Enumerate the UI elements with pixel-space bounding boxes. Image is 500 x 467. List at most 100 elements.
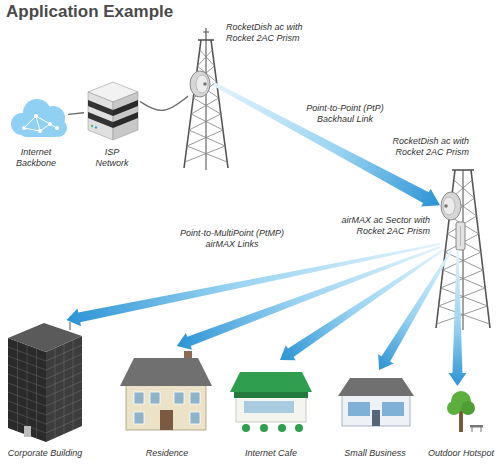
cloud-icon <box>22 126 26 130</box>
sector-antenna <box>456 222 465 250</box>
office-tower-icon <box>24 426 31 437</box>
cloud-icon <box>34 114 38 118</box>
tree-icon <box>459 410 463 432</box>
tower-structure <box>211 40 228 168</box>
hotspot-node: Outdoor Hotspot <box>426 386 497 462</box>
node-label: Internet Backbone <box>11 147 61 169</box>
cafe-icon <box>295 424 303 432</box>
dish-antenna <box>190 71 210 97</box>
server-icon <box>88 82 138 140</box>
cafe-icon <box>278 424 286 432</box>
node-label: Residence <box>146 448 189 459</box>
wireless-link-arrow <box>448 250 466 386</box>
office-tower-icon <box>70 322 71 330</box>
cafe-icon <box>230 372 312 392</box>
tower-structure <box>452 169 474 171</box>
dish-antenna <box>444 204 448 208</box>
dish-antenna <box>441 192 461 220</box>
cloud-icon <box>38 129 42 133</box>
office-tower-icon <box>46 340 82 438</box>
diagram-title: Application Example <box>6 2 173 22</box>
cloud-icon <box>24 116 57 131</box>
building-node: Corporate Building <box>2 320 88 462</box>
shop-icon <box>338 378 414 426</box>
tree-icon <box>447 401 461 415</box>
cable-line <box>68 113 84 115</box>
house-icon <box>134 392 144 404</box>
shop-icon <box>342 394 410 426</box>
node-label: Corporate Building <box>8 448 83 459</box>
tower-structure <box>185 50 225 162</box>
tower-structure <box>184 28 228 170</box>
house-icon <box>134 412 144 424</box>
server-icon <box>88 112 113 128</box>
link-label: Point-to-Point (PtP) Backhaul Link <box>300 103 390 125</box>
node-label: Outdoor Hotspot <box>428 448 494 459</box>
antenna-label: airMAX ac Sector with Rocket 2AC Prism <box>330 215 430 237</box>
dish-antenna <box>196 75 208 93</box>
tower-structure <box>205 28 206 40</box>
dish-antenna <box>203 82 207 86</box>
sector-antenna <box>456 222 465 250</box>
house-icon <box>190 392 200 404</box>
node-label: ISP Network <box>91 147 133 169</box>
tower-structure <box>439 180 490 324</box>
cafe-icon <box>234 392 308 398</box>
shop-icon <box>338 378 414 396</box>
building-node: Internet Cafe <box>226 360 316 462</box>
tower-dish-node: RocketDish ac with Rocket 2AC PrismairMA… <box>440 186 472 250</box>
house-icon <box>120 358 212 386</box>
cloud-node: Internet Backbone <box>4 92 68 172</box>
tower-structure <box>471 170 490 328</box>
tree-icon <box>447 391 483 432</box>
node-label: Small Business <box>344 448 406 459</box>
node-label: Internet Cafe <box>245 448 297 459</box>
tower-structure <box>184 40 201 168</box>
tower-dish-node: RocketDish ac with Rocket 2AC Prism <box>188 68 214 100</box>
shop-icon <box>372 410 380 426</box>
server-icon <box>113 112 138 128</box>
cloud-icon <box>11 99 67 137</box>
house-icon <box>126 384 206 430</box>
shop-icon <box>348 402 370 416</box>
tower-structure <box>203 32 209 33</box>
cafe-icon <box>244 401 294 413</box>
antenna-label: RocketDish ac with Rocket 2AC Prism <box>226 22 326 44</box>
house-icon <box>190 412 200 424</box>
house-icon <box>120 351 212 430</box>
dish-antenna <box>443 197 455 215</box>
cafe-icon <box>230 372 312 432</box>
wireless-link-arrow <box>378 249 453 370</box>
server-node: ISP Network <box>84 78 140 172</box>
cafe-icon <box>260 424 268 432</box>
tree-icon <box>481 427 482 432</box>
tree-icon <box>472 427 473 432</box>
office-tower-icon <box>8 338 46 442</box>
house-icon <box>160 410 173 430</box>
shop-icon <box>382 402 404 416</box>
server-icon <box>88 92 113 140</box>
antenna-label: RocketDish ac with Rocket 2AC Prism <box>369 136 469 158</box>
cable-line <box>140 96 188 110</box>
cloud-icon <box>55 126 59 130</box>
server-icon <box>95 126 97 128</box>
dish-antenna <box>190 71 210 97</box>
building-node: Residence <box>118 346 216 462</box>
office-tower-icon <box>8 323 82 352</box>
tree-icon <box>461 401 475 415</box>
office-tower-icon <box>46 336 82 442</box>
cafe-icon <box>242 424 250 432</box>
cloud-icon <box>48 122 52 126</box>
office-tower-icon <box>8 322 82 442</box>
house-icon <box>174 392 184 404</box>
building-node: Small Business <box>334 370 416 462</box>
link-group-label: Point-to-MultiPoint (PtMP) airMAX Links <box>172 228 292 250</box>
tower-structure <box>437 180 488 324</box>
tower-structure <box>436 170 490 330</box>
sector-antenna <box>460 226 461 246</box>
server-icon <box>91 125 93 127</box>
house-icon <box>150 392 160 404</box>
server-icon <box>113 92 138 140</box>
office-tower-icon <box>8 342 46 439</box>
dish-antenna <box>441 192 461 220</box>
